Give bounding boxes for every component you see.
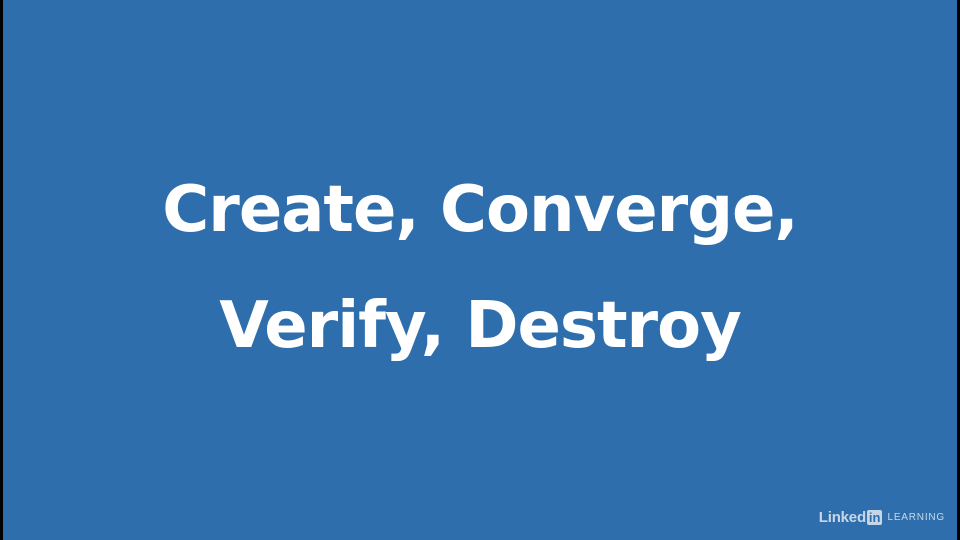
watermark-learning-text: LEARNING <box>887 512 945 523</box>
slide-title-line-1: Create, Converge, <box>162 173 798 247</box>
slide: Create, Converge, Verify, Destroy Linked… <box>3 0 957 540</box>
slide-title-line-2: Verify, Destroy <box>219 289 742 363</box>
linkedin-in-logo-icon: in <box>866 510 883 525</box>
watermark-linked-text: Linked <box>818 509 866 526</box>
linkedin-learning-watermark: Linked in LEARNING <box>819 509 945 526</box>
